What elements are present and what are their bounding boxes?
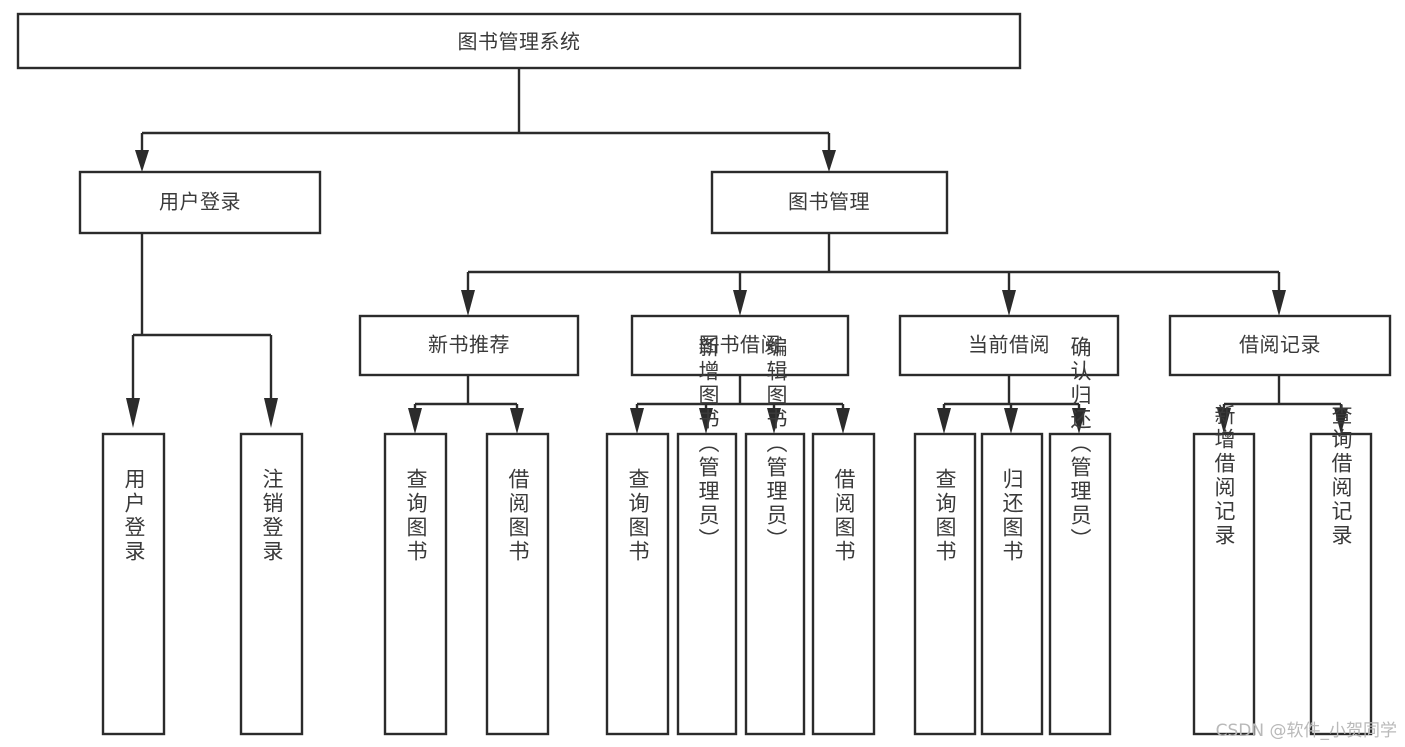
arrow-head-current-borrow — [1002, 290, 1016, 316]
node-leaf-borrow-book-2-label: 借阅图书 — [832, 468, 856, 564]
node-leaf-query-book-1[interactable]: 查询图书 — [383, 432, 448, 736]
arrow-head-user-login — [135, 150, 149, 172]
arrow-head-leaf-query-record — [1334, 408, 1348, 434]
node-leaf-confirm-return-label: 确认归还（管理员） — [1068, 336, 1092, 552]
arrow-head-leaf-user-login — [126, 398, 140, 428]
node-leaf-confirm-return[interactable]: 确认归还（管理员） — [1048, 336, 1112, 736]
node-leaf-logout-label: 注销登录 — [260, 468, 284, 564]
node-leaf-return-book-box[interactable] — [980, 432, 1044, 736]
arrow-head-new-book-recommend — [461, 290, 475, 316]
node-leaf-add-book-box[interactable] — [676, 432, 738, 736]
arrow-head-book-borrow — [733, 290, 747, 316]
node-borrow-record-box[interactable] — [1168, 314, 1392, 377]
node-root-label: 图书管理系统 — [458, 30, 581, 54]
node-user-login[interactable]: 用户登录 — [78, 170, 322, 235]
node-book-manage-label: 图书管理 — [788, 190, 870, 214]
node-new-book-recommend[interactable]: 新书推荐 — [358, 314, 580, 377]
arrow-head-leaf-logout — [264, 398, 278, 428]
watermark-text: CSDN @软件_小贺同学 — [1215, 721, 1397, 741]
node-leaf-return-book-label: 归还图书 — [1000, 468, 1024, 564]
node-new-book-recommend-label: 新书推荐 — [428, 333, 510, 357]
node-leaf-borrow-book-1-label: 借阅图书 — [506, 468, 530, 564]
node-book-manage-box[interactable] — [710, 170, 949, 235]
arrow-head-leaf-add-record — [1217, 408, 1231, 434]
node-root[interactable]: 图书管理系统 — [16, 12, 1022, 70]
arrow-head-leaf-query-book-2 — [630, 408, 644, 434]
node-book-manage[interactable]: 图书管理 — [710, 170, 949, 235]
arrow-head-leaf-add-book — [699, 408, 713, 434]
node-borrow-record-label: 借阅记录 — [1239, 333, 1321, 357]
node-leaf-edit-book[interactable]: 编辑图书（管理员） — [744, 336, 806, 736]
node-leaf-edit-book-box[interactable] — [744, 432, 806, 736]
node-leaf-add-record-label: 新增借阅记录 — [1212, 404, 1236, 548]
node-book-borrow[interactable]: 图书借阅 — [630, 314, 850, 377]
node-leaf-query-book-1-box[interactable] — [383, 432, 448, 736]
node-leaf-logout-box[interactable] — [239, 432, 304, 736]
node-leaf-add-book-label: 新增图书（管理员） — [696, 336, 720, 552]
arrow-head-leaf-query-book-3 — [937, 408, 951, 434]
node-leaf-query-book-2-label: 查询图书 — [626, 468, 650, 564]
node-leaf-borrow-book-1[interactable]: 借阅图书 — [485, 432, 550, 736]
node-current-borrow-label: 当前借阅 — [968, 333, 1050, 357]
arrow-head-leaf-borrow-book-1 — [510, 408, 524, 434]
node-leaf-query-record[interactable]: 查询借阅记录 — [1309, 404, 1373, 736]
node-current-borrow-box[interactable] — [898, 314, 1120, 377]
node-leaf-query-book-3-box[interactable] — [913, 432, 977, 736]
node-user-login-box[interactable] — [78, 170, 322, 235]
node-leaf-query-book-3-label: 查询图书 — [933, 468, 957, 564]
arrow-head-borrow-record — [1272, 290, 1286, 316]
node-leaf-add-record[interactable]: 新增借阅记录 — [1192, 404, 1256, 736]
node-leaf-return-book[interactable]: 归还图书 — [980, 432, 1044, 736]
node-new-book-recommend-box[interactable] — [358, 314, 580, 377]
node-leaf-add-record-box[interactable] — [1192, 432, 1256, 736]
node-leaf-user-login-box[interactable] — [101, 432, 166, 736]
node-leaf-borrow-book-1-box[interactable] — [485, 432, 550, 736]
node-leaf-borrow-book-2[interactable]: 借阅图书 — [811, 432, 876, 736]
arrow-head-leaf-confirm-return — [1072, 408, 1086, 434]
node-leaf-query-record-label: 查询借阅记录 — [1329, 404, 1353, 548]
node-leaf-confirm-return-box[interactable] — [1048, 432, 1112, 736]
node-leaf-logout[interactable]: 注销登录 — [239, 432, 304, 736]
node-user-login-label: 用户登录 — [159, 190, 241, 214]
arrow-head-leaf-borrow-book-2 — [836, 408, 850, 434]
arrow-head-leaf-return-book — [1004, 408, 1018, 434]
node-book-borrow-label: 图书借阅 — [699, 333, 781, 357]
arrow-head-leaf-edit-book — [767, 408, 781, 434]
node-leaf-query-record-box[interactable] — [1309, 432, 1373, 736]
node-current-borrow[interactable]: 当前借阅 — [898, 314, 1120, 377]
node-leaf-add-book[interactable]: 新增图书（管理员） — [676, 336, 738, 736]
node-leaf-query-book-2-box[interactable] — [605, 432, 670, 736]
node-leaf-borrow-book-2-box[interactable] — [811, 432, 876, 736]
node-leaf-query-book-2[interactable]: 查询图书 — [605, 432, 670, 736]
node-book-borrow-box[interactable] — [630, 314, 850, 377]
node-borrow-record[interactable]: 借阅记录 — [1168, 314, 1392, 377]
node-root-box[interactable] — [16, 12, 1022, 70]
node-leaf-user-login-label: 用户登录 — [122, 468, 146, 564]
node-leaf-user-login[interactable]: 用户登录 — [101, 432, 166, 736]
node-leaf-query-book-1-label: 查询图书 — [404, 468, 428, 564]
node-leaf-query-book-3[interactable]: 查询图书 — [913, 432, 977, 736]
arrow-head-leaf-query-book-1 — [408, 408, 422, 434]
node-leaf-edit-book-label: 编辑图书（管理员） — [764, 336, 788, 552]
connector-layer — [126, 68, 1348, 434]
arrow-head-book-manage — [822, 150, 836, 172]
